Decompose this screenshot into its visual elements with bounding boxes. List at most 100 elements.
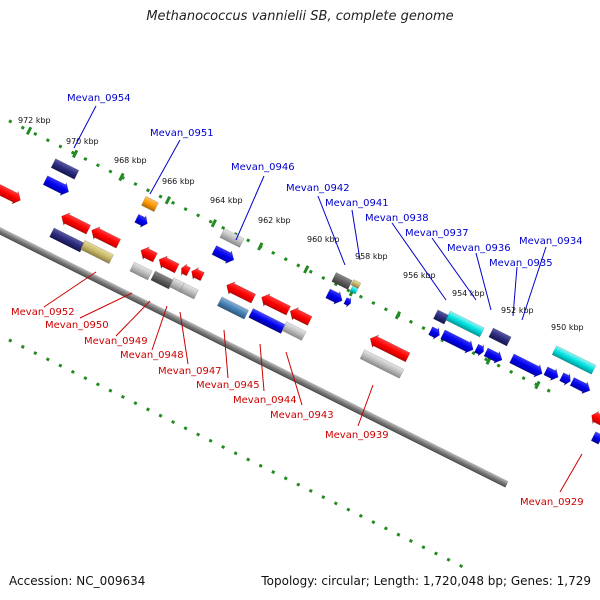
- gene-label-forward: Mevan_0936: [447, 243, 511, 254]
- gene-label-forward: Mevan_0946: [231, 162, 295, 173]
- leader-line-mevan-0934: [521, 246, 547, 321]
- gene-feature: [261, 293, 291, 316]
- gene-feature: [61, 212, 91, 235]
- gene-feature: [433, 309, 449, 325]
- gene-label-reverse: Mevan_0948: [120, 350, 184, 361]
- gene-feature: [343, 297, 352, 308]
- gene-feature: [474, 343, 484, 357]
- leader-line-mevan-0938: [391, 222, 447, 301]
- gene-feature: [445, 310, 485, 338]
- scale-tick: [210, 218, 217, 228]
- gene-label-reverse: Mevan_0943: [270, 410, 334, 421]
- gene-label-forward: Mevan_0934: [519, 236, 583, 247]
- leader-line-mevan-0945: [223, 329, 229, 379]
- gene-label-reverse: Mevan_0945: [196, 380, 260, 391]
- gene-feature: [49, 227, 85, 253]
- scale-label: 950 kbp: [551, 323, 584, 332]
- leader-line-mevan-0950: [79, 292, 133, 319]
- gene-feature: [141, 196, 159, 212]
- gene-feature: [80, 240, 114, 264]
- leader-line-mevan-0939: [357, 384, 374, 427]
- scale-label: 956 kbp: [403, 271, 436, 280]
- gene-feature: [140, 246, 158, 263]
- leader-line-mevan-0944: [259, 343, 265, 392]
- gene-feature: [50, 158, 80, 180]
- gene-feature: [169, 277, 185, 293]
- gene-label-reverse: Mevan_0949: [84, 336, 148, 347]
- gene-feature: [509, 353, 543, 378]
- gene-feature: [488, 327, 512, 347]
- gene-label-reverse: Mevan_0952: [11, 307, 75, 318]
- gene-feature: [91, 226, 121, 249]
- leader-line-mevan-0943: [285, 351, 303, 406]
- scale-label: 958 kbp: [355, 252, 388, 261]
- gene-label-forward: Mevan_0937: [405, 228, 469, 239]
- gene-label-reverse: Mevan_0947: [158, 366, 222, 377]
- gene-feature: [217, 296, 249, 320]
- leader-line-mevan-0935: [512, 266, 518, 317]
- scale-tick: [534, 380, 541, 390]
- scale-label: 966 kbp: [162, 177, 195, 186]
- scale-tick: [164, 195, 171, 205]
- genome-backbone: [0, 159, 509, 488]
- gene-feature: [134, 213, 148, 228]
- gene-feature: [359, 349, 405, 379]
- scale-label: 962 kbp: [258, 216, 291, 225]
- gene-feature: [349, 285, 359, 295]
- gene-label-reverse: Mevan_0950: [45, 320, 109, 331]
- leader-line-mevan-0929: [559, 453, 583, 493]
- leader-line-mevan-0952: [43, 271, 97, 308]
- leader-line-mevan-0942: [317, 195, 346, 266]
- scale-tick: [303, 265, 310, 274]
- leader-line-mevan-0946: [235, 175, 265, 241]
- gene-feature: [158, 255, 180, 274]
- leader-line-mevan-0936: [475, 252, 492, 311]
- gene-feature: [350, 279, 362, 289]
- genome-track-band: [0, 69, 600, 570]
- scale-tick: [257, 242, 264, 251]
- accession-label: Accession: NC_009634: [9, 574, 146, 588]
- leader-line-mevan-0951: [149, 139, 181, 195]
- scale-label: 968 kbp: [114, 156, 147, 165]
- scale-label: 972 kbp: [18, 116, 51, 125]
- gene-feature: [226, 281, 256, 304]
- gene-label-reverse: Mevan_0944: [233, 395, 297, 406]
- gene-feature: [248, 308, 286, 334]
- gene-feature: [181, 263, 191, 277]
- gene-label-forward: Mevan_0942: [286, 183, 350, 194]
- scale-label: 952 kbp: [501, 306, 534, 315]
- gene-feature: [42, 175, 69, 196]
- gene-label-reverse: Mevan_0939: [325, 430, 389, 441]
- gene-feature: [219, 228, 245, 248]
- scale-tick: [25, 126, 33, 136]
- gene-label-forward: Mevan_0954: [67, 93, 131, 104]
- gene-feature: [325, 288, 343, 305]
- scale-tick: [394, 311, 402, 320]
- gene-label-forward: Mevan_0951: [150, 128, 214, 139]
- gene-label-forward: Mevan_0941: [325, 198, 389, 209]
- gene-feature: [483, 347, 503, 364]
- gene-feature: [590, 431, 600, 445]
- gene-label-reverse: Mevan_0929: [520, 497, 584, 508]
- scale-label: 954 kbp: [452, 289, 485, 298]
- gene-feature: [289, 307, 313, 326]
- leader-line-mevan-0941: [351, 209, 361, 261]
- gene-feature: [543, 366, 559, 381]
- leader-line-mevan-0954: [73, 105, 97, 149]
- gene-feature: [281, 321, 307, 341]
- gene-label-forward: Mevan_0935: [489, 258, 553, 269]
- scale-label: 964 kbp: [210, 196, 243, 205]
- leader-line-mevan-0948: [151, 305, 168, 351]
- gene-feature: [331, 272, 353, 290]
- gene-feature: [191, 267, 205, 282]
- reverse-scale-line: [0, 244, 466, 570]
- gene-feature: [559, 372, 571, 386]
- gene-feature: [440, 329, 474, 354]
- gene-feature: [179, 282, 199, 300]
- genome-title: Methanococcus vannielii SB, complete gen…: [146, 9, 454, 24]
- gene-feature: [569, 377, 591, 395]
- gene-feature: [428, 326, 440, 340]
- topology-label: Topology: circular; Length: 1,720,048 bp…: [261, 574, 591, 588]
